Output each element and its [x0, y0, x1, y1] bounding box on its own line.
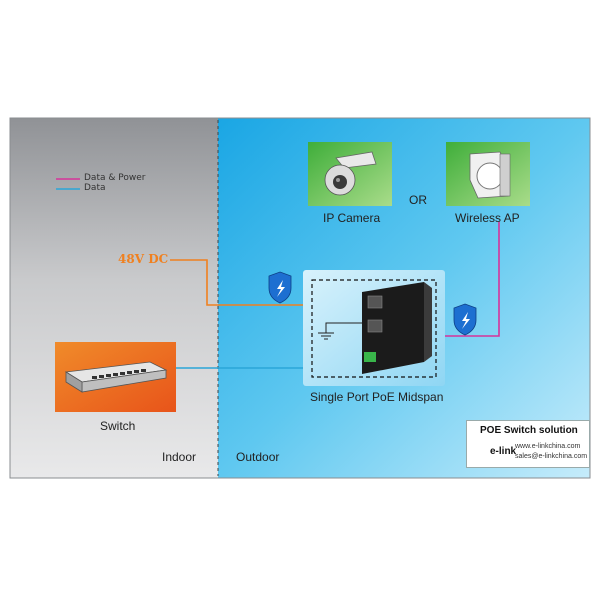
ground-icon — [318, 322, 362, 340]
or-label: OR — [409, 193, 427, 207]
power-cable — [170, 259, 305, 306]
brand-email: sales@e-linkchina.com — [515, 453, 588, 460]
ap-label: Wireless AP — [455, 211, 520, 225]
legend-label-data: Data — [84, 183, 106, 193]
outdoor-label: Outdoor — [236, 450, 280, 464]
camera-icon — [324, 151, 377, 196]
midspan-label: Single Port PoE Midspan — [310, 390, 444, 404]
switch-label: Switch — [100, 419, 136, 433]
access-point-icon — [469, 151, 511, 199]
midspan-dashed-frame — [311, 279, 437, 378]
brand-website: www.e-linkchina.com — [515, 443, 581, 450]
legend-label-data-power: Data & Power — [84, 173, 146, 183]
brand-title: POE Switch solution — [480, 425, 578, 436]
indoor-zone — [10, 118, 218, 478]
brand-name: e-link — [490, 446, 517, 457]
power-label: 48V DC — [118, 252, 169, 266]
camera-label: IP Camera — [323, 211, 381, 225]
shield-icon-ap — [453, 303, 477, 336]
shield-icon-power — [268, 271, 292, 304]
brand-panel — [466, 420, 590, 468]
midspan-device-icon — [362, 282, 432, 374]
switch-icon — [64, 361, 168, 393]
indoor-label: Indoor — [162, 450, 197, 464]
data-power-cable — [445, 222, 500, 337]
